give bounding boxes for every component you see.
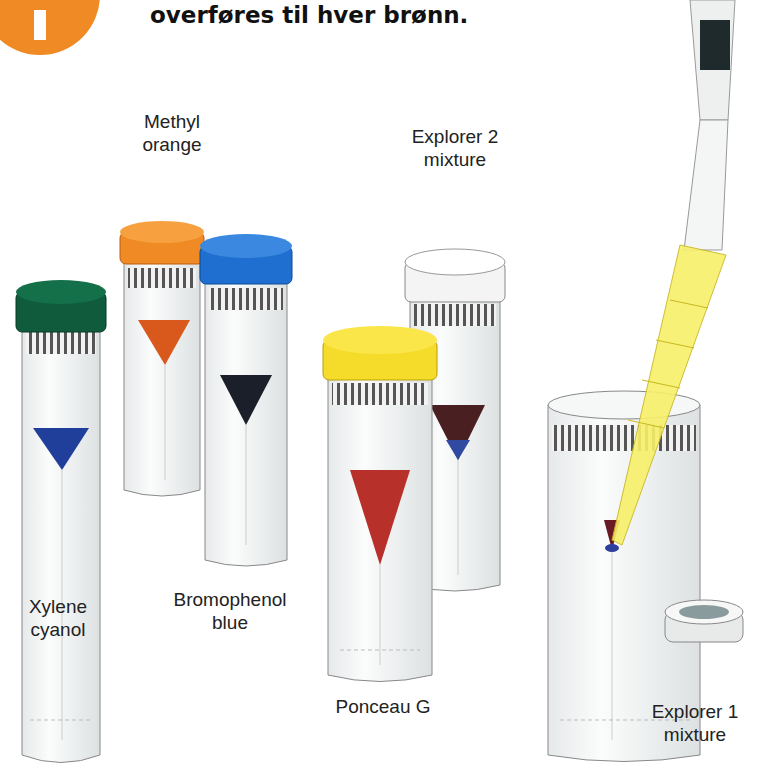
tube-methyl-orange [120,221,204,496]
loose-cap [665,600,743,642]
tube-ponceau [323,326,437,682]
heading-text: overføres til hver brønn. [150,2,468,28]
step-mark [34,10,46,40]
tube-label: Xylene cyanol [8,595,108,641]
tube-label: Methyl orange [122,110,222,156]
tube-label: Explorer 1 mixture [630,700,760,746]
tube-xylene [16,280,106,763]
tube-label: Bromophenol blue [160,588,300,634]
tube-bromophenol [200,234,292,566]
tube-label: Explorer 2 mixture [395,125,515,171]
tube-label: Ponceau G [318,695,448,718]
pipette [612,0,735,545]
